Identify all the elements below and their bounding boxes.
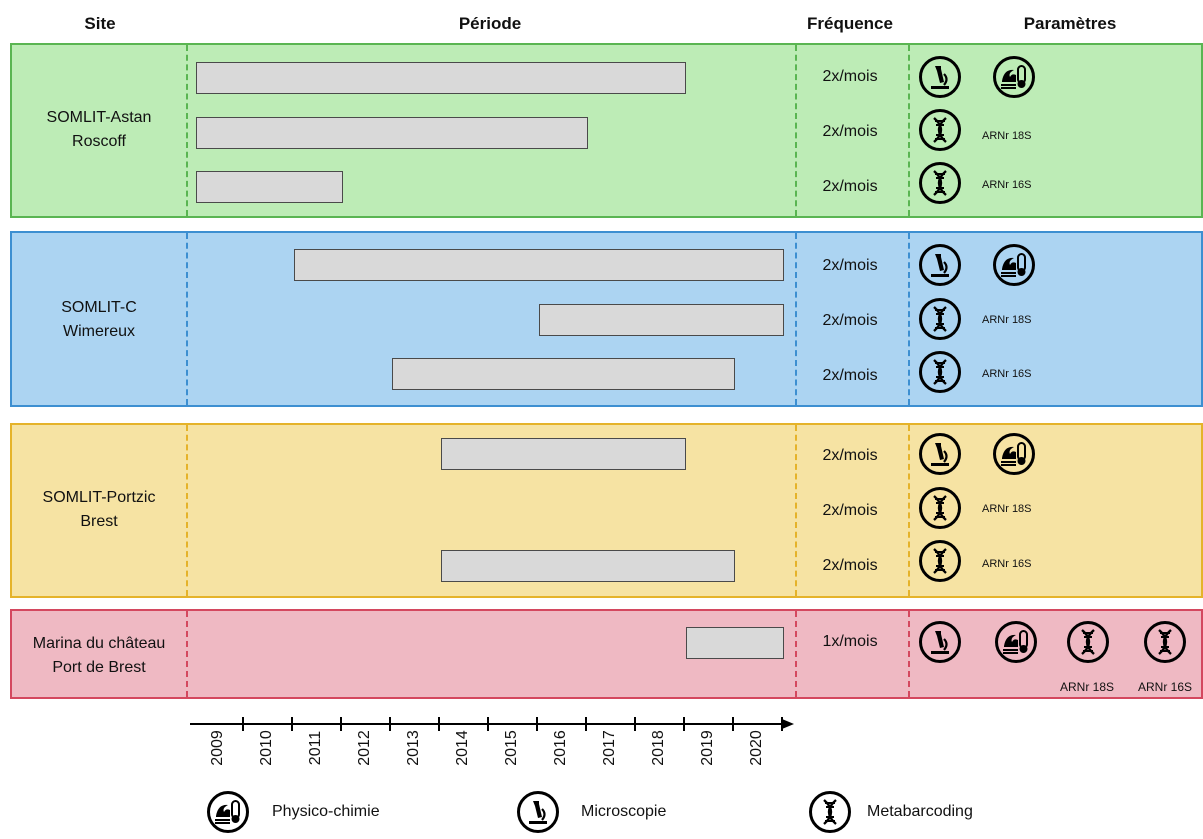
frequency-label: 2x/mois bbox=[822, 447, 878, 464]
site-label-wimereux: SOMLIT-C Wimereux bbox=[14, 296, 184, 344]
separator bbox=[795, 45, 797, 216]
dna-icon bbox=[918, 161, 962, 205]
dna-icon bbox=[808, 790, 852, 834]
arn-label: ARNr 16S bbox=[1137, 680, 1193, 694]
year-tick-label: 2016 bbox=[551, 730, 569, 766]
site-name-line2: Wimereux bbox=[62, 323, 135, 340]
period-bar bbox=[196, 62, 686, 94]
year-tick-label: 2012 bbox=[355, 730, 373, 766]
dna-icon bbox=[918, 486, 962, 530]
site-name-line2: Roscoff bbox=[72, 133, 126, 150]
header-frequence: Fréquence bbox=[807, 14, 893, 33]
dna-icon bbox=[1066, 620, 1110, 664]
dna-icon bbox=[918, 350, 962, 394]
arn-label: ARNr 18S bbox=[982, 503, 1032, 515]
frequency-label: 2x/mois bbox=[822, 178, 878, 195]
site-name-line1: SOMLIT-C bbox=[61, 299, 137, 316]
header-periode: Période bbox=[458, 14, 522, 33]
separator bbox=[908, 611, 910, 697]
physico-chimie-icon bbox=[994, 620, 1038, 664]
frequency-label: 2x/mois bbox=[822, 312, 878, 329]
physico-chimie-icon bbox=[992, 243, 1036, 287]
frequency-label: 2x/mois bbox=[822, 123, 878, 140]
site-label-marina: Marina du château Port de Brest bbox=[14, 632, 184, 680]
frequency-label: 1x/mois bbox=[822, 633, 878, 650]
period-bar bbox=[441, 438, 686, 470]
legend-metabarcoding-label: Metabarcoding bbox=[867, 803, 973, 820]
year-tick-label: 2013 bbox=[404, 730, 422, 766]
microscope-icon bbox=[918, 243, 962, 287]
arn-label: ARNr 18S bbox=[1059, 680, 1115, 694]
dna-icon bbox=[918, 108, 962, 152]
year-tick-label: 2010 bbox=[257, 730, 275, 766]
frequency-label: 2x/mois bbox=[822, 68, 878, 85]
frequency-label: 2x/mois bbox=[822, 367, 878, 384]
year-tick-label: 2019 bbox=[698, 730, 716, 766]
separator bbox=[795, 611, 797, 697]
period-bar bbox=[392, 358, 735, 390]
period-bar bbox=[686, 627, 784, 659]
separator bbox=[186, 45, 188, 216]
header-parametres: Paramètres bbox=[1023, 14, 1117, 33]
microscope-icon bbox=[516, 790, 560, 834]
separator bbox=[186, 425, 188, 596]
period-bar bbox=[196, 117, 588, 149]
legend-physico-label: Physico-chimie bbox=[272, 803, 380, 820]
microscope-icon bbox=[918, 620, 962, 664]
period-bar bbox=[441, 550, 735, 582]
site-name-line2: Brest bbox=[80, 513, 118, 530]
arn-label: ARNr 18S bbox=[982, 130, 1032, 142]
microscope-icon bbox=[918, 432, 962, 476]
separator bbox=[908, 233, 910, 405]
microscope-icon bbox=[918, 55, 962, 99]
physico-chimie-icon bbox=[206, 790, 250, 834]
site-name-line1: SOMLIT-Astan bbox=[46, 109, 152, 126]
year-tick-label: 2018 bbox=[649, 730, 667, 766]
year-tick-label: 2020 bbox=[747, 730, 765, 766]
separator bbox=[908, 45, 910, 216]
site-label-astan: SOMLIT-Astan Roscoff bbox=[14, 106, 184, 154]
frequency-label: 2x/mois bbox=[822, 502, 878, 519]
year-tick-label: 2017 bbox=[600, 730, 618, 766]
arn-label: ARNr 16S bbox=[982, 368, 1032, 380]
year-tick-label: 2015 bbox=[502, 730, 520, 766]
period-bar bbox=[294, 249, 784, 281]
frequency-label: 2x/mois bbox=[822, 557, 878, 574]
separator bbox=[795, 233, 797, 405]
separator bbox=[186, 611, 188, 697]
arn-label: ARNr 16S bbox=[982, 558, 1032, 570]
separator bbox=[908, 425, 910, 596]
year-tick-label: 2009 bbox=[208, 730, 226, 766]
dna-icon bbox=[1143, 620, 1187, 664]
physico-chimie-icon bbox=[992, 55, 1036, 99]
site-name-line1: SOMLIT-Portzic bbox=[42, 489, 156, 506]
period-bar bbox=[196, 171, 343, 203]
legend-microscopie-label: Microscopie bbox=[581, 803, 667, 820]
period-bar bbox=[539, 304, 784, 336]
site-label-portzic: SOMLIT-Portzic Brest bbox=[14, 486, 184, 534]
physico-chimie-icon bbox=[992, 432, 1036, 476]
year-tick-label: 2014 bbox=[453, 730, 471, 766]
arn-label: ARNr 18S bbox=[982, 314, 1032, 326]
header-site: Site bbox=[84, 14, 116, 33]
year-tick-label: 2011 bbox=[306, 730, 324, 766]
dna-icon bbox=[918, 539, 962, 583]
site-name-line1: Marina du château bbox=[32, 635, 166, 652]
dna-icon bbox=[918, 297, 962, 341]
site-name-line2: Port de Brest bbox=[52, 659, 146, 676]
frequency-label: 2x/mois bbox=[822, 257, 878, 274]
separator bbox=[186, 233, 188, 405]
separator bbox=[795, 425, 797, 596]
arn-label: ARNr 16S bbox=[982, 179, 1032, 191]
